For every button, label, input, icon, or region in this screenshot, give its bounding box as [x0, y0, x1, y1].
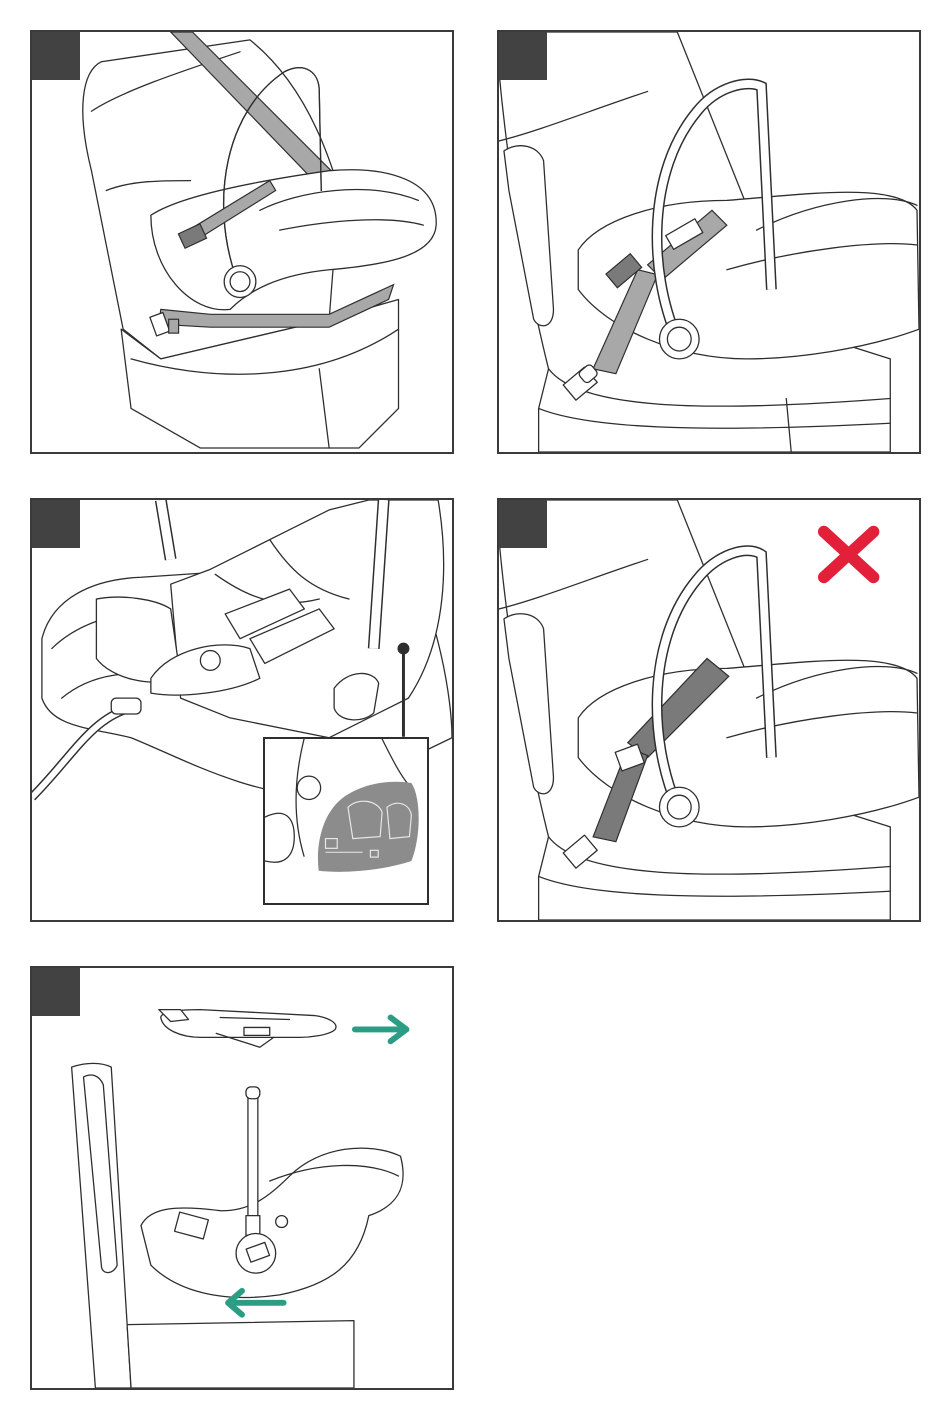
red-x-icon — [824, 532, 874, 578]
step-number-tab — [32, 500, 80, 548]
step-number-tab — [32, 968, 80, 1016]
forward-arrow-icon — [355, 1018, 407, 1042]
step-number-tab — [32, 32, 80, 80]
step-number-tab — [499, 32, 547, 80]
car-seat-lap-belt-illustration — [32, 32, 452, 452]
car-seat-incorrect-belt-illustration — [499, 500, 919, 920]
airplane-icon — [159, 1010, 336, 1048]
car-seat-belt-routing-illustration — [499, 32, 919, 452]
step-number-tab — [499, 500, 547, 548]
label-detail-inset — [263, 737, 429, 905]
step-panel-5 — [30, 966, 454, 1390]
step-panel-3 — [30, 498, 454, 922]
step-panel-4 — [497, 498, 921, 922]
label-closeup-icon — [265, 739, 427, 903]
step-panel-2 — [497, 30, 921, 454]
step-panel-1 — [30, 30, 454, 454]
car-seat-rear-facing-illustration — [32, 968, 452, 1388]
